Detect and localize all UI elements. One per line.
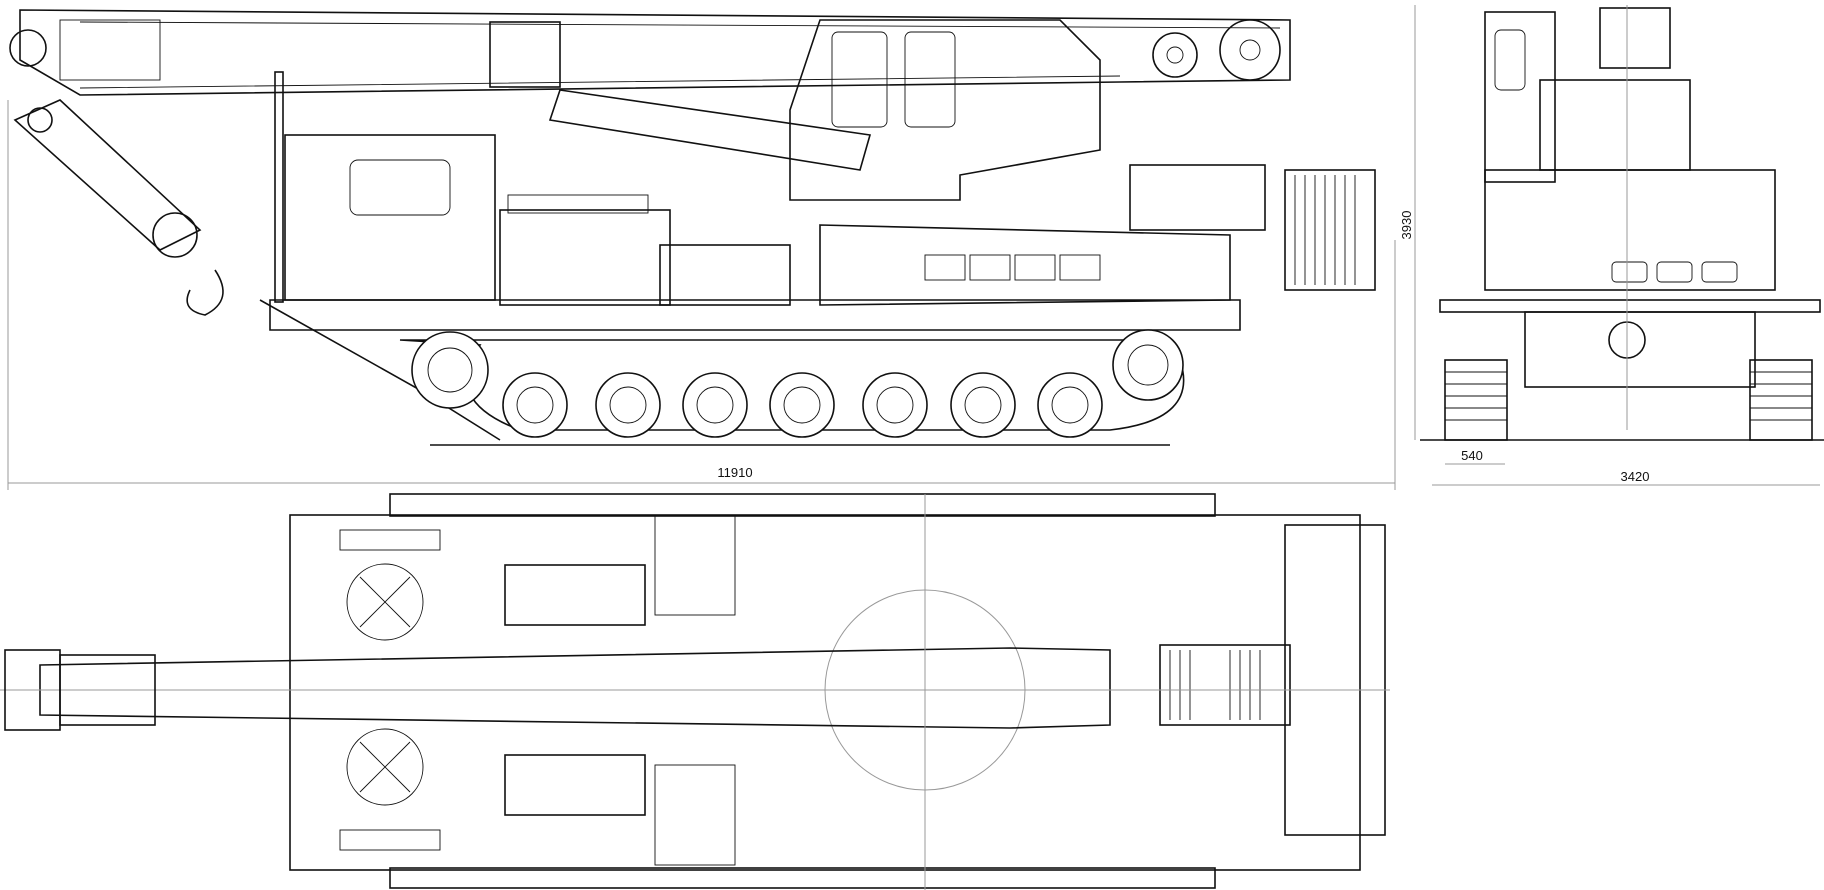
chassis: [269, 71, 1376, 331]
front-view: 3930 540 3420: [1399, 5, 1824, 486]
side-view: 11910: [7, 9, 1396, 490]
length-label: 11910: [717, 465, 752, 480]
boom-top: [0, 647, 1390, 731]
crawler-track: [259, 299, 1185, 441]
upper-track: [389, 493, 1216, 517]
track-width-label: 540: [1461, 448, 1483, 463]
boom: [9, 9, 1291, 133]
width-dimension: 3420: [1432, 469, 1820, 486]
width-label: 3420: [1621, 469, 1650, 484]
track-width-dimension: 540: [1445, 448, 1505, 465]
operator-cab: [789, 19, 1101, 201]
top-view: [0, 493, 1390, 890]
boom-strut: [13, 89, 872, 316]
length-dimension: 11910: [7, 100, 1396, 490]
height-dimension: 3930: [1399, 5, 1416, 440]
lower-track: [389, 867, 1216, 889]
height-label: 3930: [1399, 211, 1414, 240]
road-wheels: [502, 372, 1103, 438]
